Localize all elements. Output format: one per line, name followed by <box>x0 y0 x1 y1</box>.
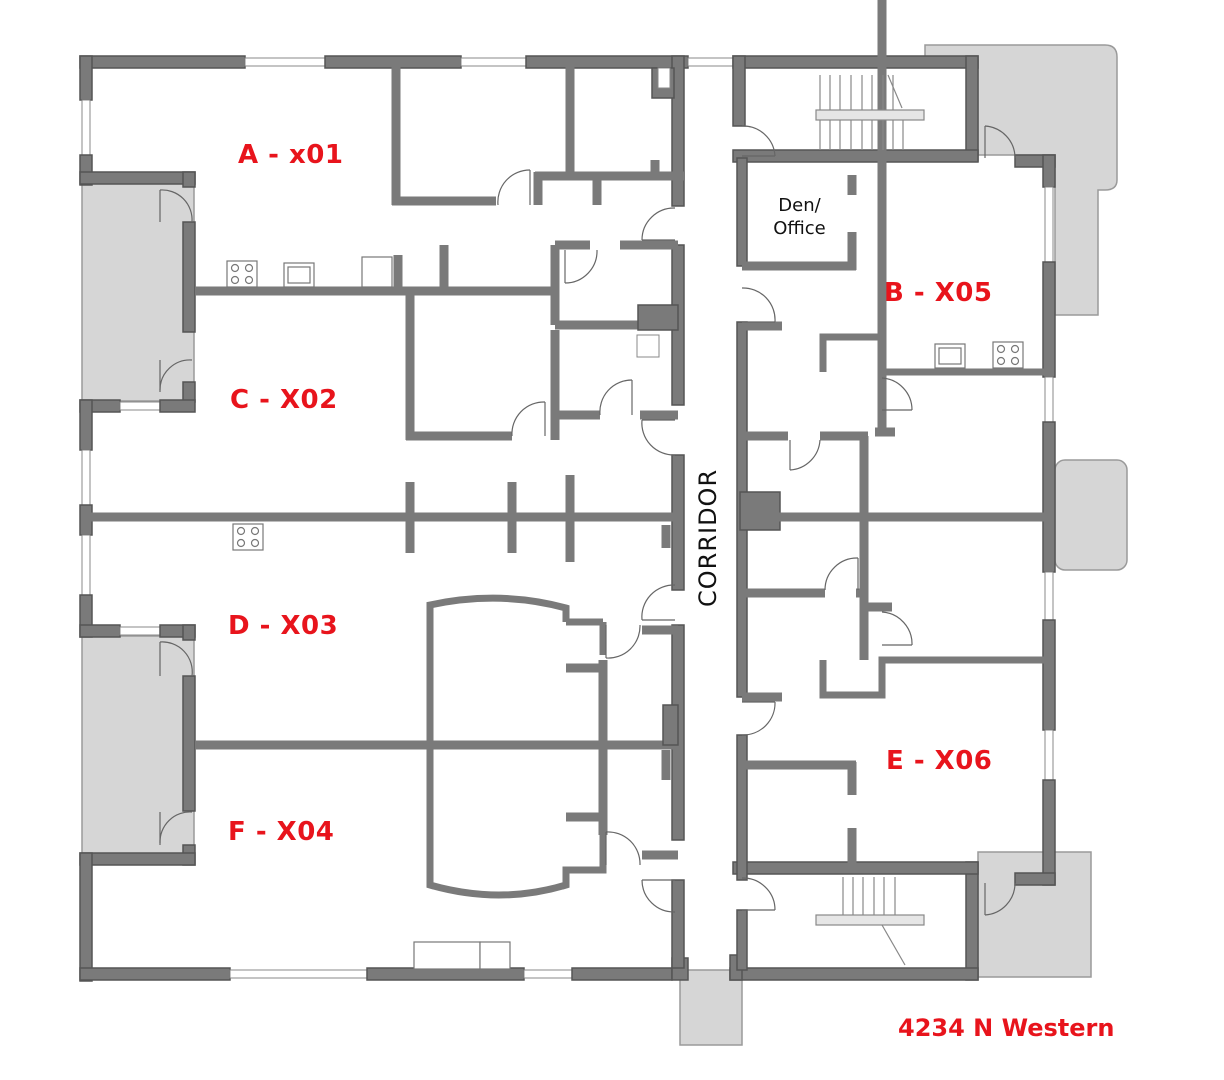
corridor-walls <box>671 55 781 971</box>
building-address: 4234 N Western <box>898 1014 1115 1042</box>
counter-icon-unit-f <box>413 941 511 970</box>
den-office-line-1: Den/ <box>778 195 821 216</box>
unit-label-e: E - X06 <box>886 746 993 776</box>
unit-label-c: C - X02 <box>230 385 338 415</box>
stove-icon-unit-a <box>226 260 258 288</box>
patio-right-middle <box>1054 459 1128 571</box>
unit-label-d: D - X03 <box>228 611 339 641</box>
patio-bottom-right <box>977 851 1092 978</box>
corridor-label: CORRIDOR <box>694 468 722 607</box>
stairs-bottom <box>815 877 925 966</box>
patio-top-right <box>924 44 1118 316</box>
den-office-line-2: Office <box>773 218 826 239</box>
patio-left-top <box>81 182 195 402</box>
unit-label-f: F - X04 <box>228 817 335 847</box>
exterior-walls <box>79 55 1056 982</box>
sink-icon-unit-a <box>283 262 315 288</box>
stairs-top <box>815 74 925 150</box>
entry-stoop <box>679 969 743 1046</box>
sink-icon-unit-b <box>934 343 966 369</box>
patio-left-bottom <box>81 635 195 855</box>
fixtures <box>226 256 1024 970</box>
curved-walls <box>426 594 607 899</box>
unit-label-a: A - x01 <box>238 140 344 170</box>
stove-icon-unit-c <box>232 523 264 551</box>
den-office-label: Den/ Office <box>762 194 837 240</box>
interior-walls-left <box>85 62 685 899</box>
unit-label-b: B - X05 <box>884 278 993 308</box>
doors <box>159 125 1016 916</box>
fridge-icon-unit-a <box>361 256 393 288</box>
stove-icon-unit-b <box>992 341 1024 369</box>
interior-walls-right <box>742 0 1048 865</box>
